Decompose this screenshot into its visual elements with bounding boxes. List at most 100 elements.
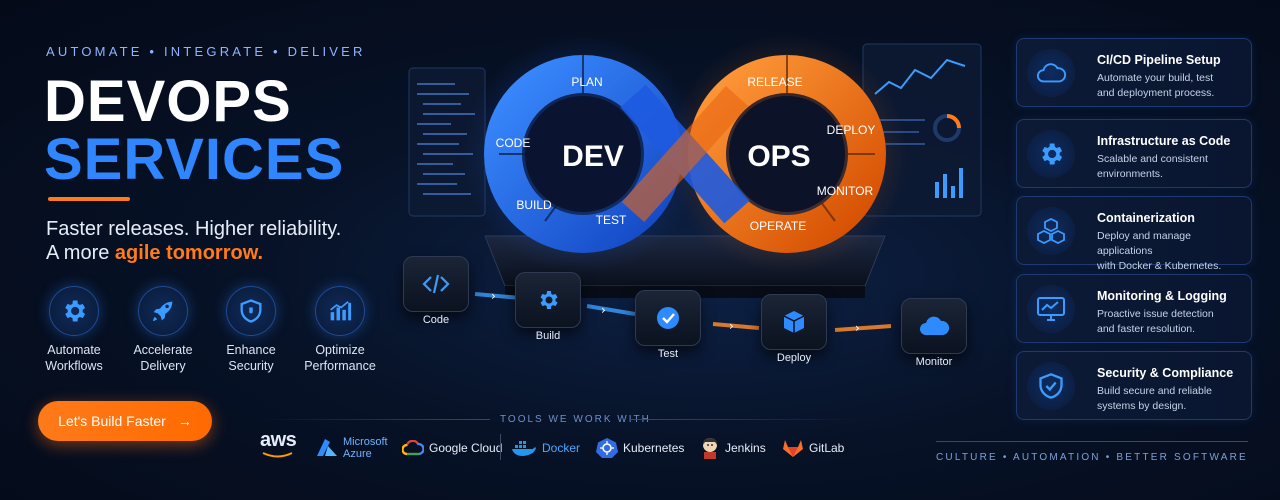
stage-release: RELEASE (747, 75, 802, 89)
kubernetes-icon (596, 438, 618, 458)
azure-icon (317, 439, 337, 456)
stage-label: Test (657, 348, 679, 360)
azure-line1: Microsoft (343, 436, 388, 448)
tool-jenkins: Jenkins (700, 434, 766, 462)
gear-icon (515, 272, 581, 328)
arrow-right-icon: → (177, 413, 192, 429)
service-desc-line2: and faster resolution. (1097, 323, 1196, 335)
tool-docker: Docker (511, 434, 580, 462)
service-desc-line1: Automate your build, test (1097, 72, 1214, 84)
stage-code: CODE (496, 136, 531, 150)
tagline-accent: agile tomorrow. (114, 242, 264, 264)
google-cloud-icon (402, 440, 424, 456)
svg-text:›: › (491, 289, 496, 303)
stage-label: Build (535, 330, 561, 342)
stage-operate: OPERATE (750, 219, 806, 233)
tagline-prefix: A more (46, 242, 115, 264)
docker-label: Docker (542, 441, 581, 455)
stage-build: BUILD (516, 198, 552, 212)
cloud-icon (901, 298, 967, 354)
kubernetes-label: Kubernetes (623, 441, 685, 455)
docker-icon (512, 441, 536, 456)
service-desc-line2: systems by design. (1097, 400, 1187, 412)
jenkins-icon (703, 438, 717, 459)
tool-gitlab: GitLab (782, 434, 844, 462)
service-card-iac[interactable]: Infrastructure as Code Scalable and cons… (1016, 119, 1252, 188)
stage-monitor: MONITOR (817, 184, 874, 198)
tool-aws: aws (260, 429, 297, 458)
cta-button[interactable]: Let's Build Faster → (38, 401, 212, 441)
gear-icon (1027, 130, 1075, 178)
divider (936, 441, 1248, 442)
gear-icon (49, 286, 99, 336)
service-title: Security & Compliance (1097, 366, 1234, 380)
tagline-line2: A more agile tomorrow. (46, 242, 263, 265)
svg-text:›: › (601, 303, 606, 317)
service-title: CI/CD Pipeline Setup (1097, 53, 1221, 67)
pipeline-stage-code: Code (398, 256, 474, 326)
service-title: Infrastructure as Code (1097, 134, 1231, 148)
pipeline-stage-build: Build (510, 272, 586, 342)
rocket-icon (138, 286, 188, 336)
shield-icon (226, 286, 276, 336)
stage-plan: PLAN (571, 75, 602, 89)
bar-chart-icon (315, 286, 365, 336)
tool-kubernetes: Kubernetes (596, 434, 684, 462)
stage-deploy: DEPLOY (827, 123, 876, 137)
monitor-chart-icon (1027, 285, 1075, 333)
gitlab-icon (783, 440, 803, 457)
eyebrow-text: AUTOMATE • INTEGRATE • DELIVER (46, 44, 366, 59)
service-desc-line1: Proactive issue detection (1097, 308, 1214, 320)
service-card-monitoring[interactable]: Monitoring & Logging Proactive issue det… (1016, 274, 1252, 343)
page-title-line2: SERVICES (44, 127, 345, 192)
shield-check-icon (1027, 362, 1075, 410)
google-cloud-label: Google Cloud (429, 441, 503, 455)
service-desc-line1: Deploy and manage applications (1097, 230, 1191, 257)
service-card-containerization[interactable]: Containerization Deploy and manage appli… (1016, 196, 1252, 272)
code-icon (403, 256, 469, 312)
svg-text:›: › (729, 319, 734, 333)
service-desc-line2: environments. (1097, 168, 1163, 180)
service-desc-line2: and deployment process. (1097, 87, 1215, 99)
service-card-security[interactable]: Security & Compliance Build secure and r… (1016, 351, 1252, 420)
pipeline-connectors: › › › › (474, 289, 892, 335)
stage-label: Deploy (776, 352, 812, 364)
feature-label-line1: Accelerate (133, 343, 193, 357)
divider (630, 419, 860, 420)
service-title: Monitoring & Logging (1097, 289, 1227, 303)
svg-text:›: › (855, 321, 860, 335)
page-title-line1: DEVOPS (44, 69, 292, 134)
feature-label-line1: Automate (47, 343, 101, 357)
divider (500, 434, 501, 460)
cta-label: Let's Build Faster (58, 413, 166, 429)
cubes-icon (1027, 207, 1075, 255)
aws-logo-text: aws (260, 429, 297, 451)
feature-label-line2: Delivery (140, 359, 186, 373)
service-desc-line2: with Docker & Kubernetes. (1097, 260, 1222, 272)
feature-label-line1: Enhance (226, 343, 276, 357)
pipeline-stage-monitor: Monitor (896, 298, 972, 368)
gitlab-label: GitLab (809, 441, 845, 455)
tools-heading: TOOLS WE WORK WITH (500, 414, 651, 425)
ops-label: OPS (747, 140, 810, 173)
devops-infinity-graphic: DEV OPS PLAN CODE BUILD TEST RELEASE DEP… (408, 36, 982, 335)
stage-label: Code (422, 314, 450, 326)
stage-label: Monitor (915, 356, 953, 368)
feature-label-line1: Optimize (315, 343, 365, 357)
cube-icon (761, 294, 827, 350)
stage-test: TEST (596, 213, 627, 227)
service-title: Containerization (1097, 211, 1195, 225)
azure-line2: Azure (343, 448, 372, 460)
pipeline-stage-test: Test (630, 290, 706, 360)
divider (260, 419, 490, 420)
feature-label-line2: Security (228, 359, 274, 373)
service-card-cicd[interactable]: CI/CD Pipeline Setup Automate your build… (1016, 38, 1252, 107)
aws-smile-icon (262, 452, 293, 458)
title-accent-bar (48, 197, 130, 201)
cloud-icon (1027, 49, 1075, 97)
